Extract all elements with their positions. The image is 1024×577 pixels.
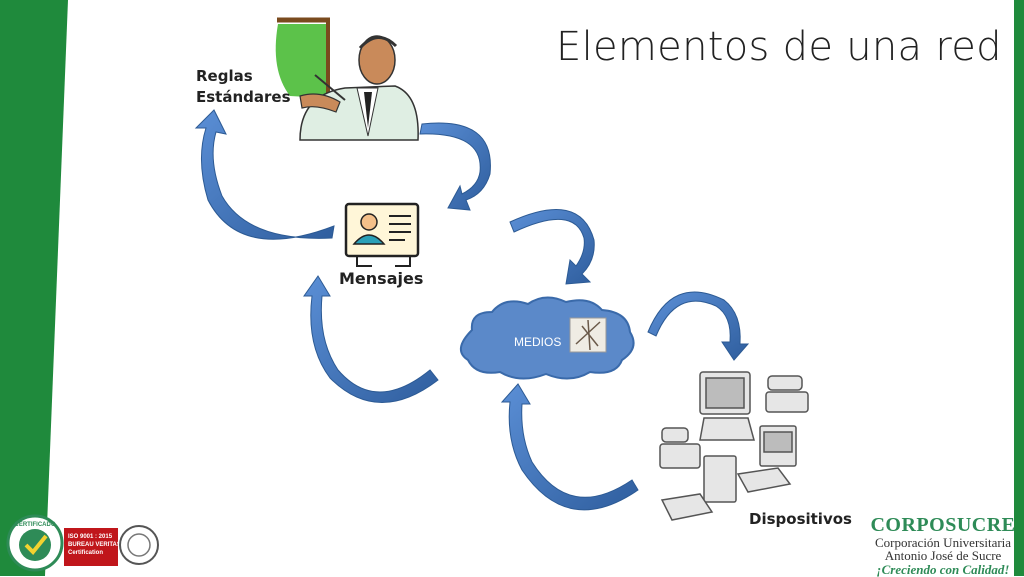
reglas-label-line2: Estándares bbox=[196, 88, 291, 106]
bureau-veritas-seal bbox=[119, 525, 159, 565]
dispositivos-label: Dispositivos bbox=[749, 510, 852, 528]
iso-line1: ISO 9001 : 2015 bbox=[68, 534, 113, 540]
green-right-band bbox=[1014, 0, 1024, 576]
mensajes-label: Mensajes bbox=[339, 269, 424, 288]
iso-badge-text: ISO 9001 : 2015 BUREAU VERITAS Certifica… bbox=[68, 533, 121, 557]
corposucre-line2: Antonio José de Sucre bbox=[884, 548, 1002, 563]
certified-seal-logo: CERTIFICADO bbox=[6, 514, 64, 572]
corposucre-slogan: ¡Creciendo con Calidad! bbox=[876, 562, 1010, 577]
corposucre-line1: Corporación Universitaria bbox=[874, 535, 1012, 550]
teacher-illustration bbox=[275, 17, 419, 141]
slide-title: Elementos de una red bbox=[556, 24, 1002, 70]
green-side-band bbox=[0, 0, 68, 576]
message-card-icon bbox=[344, 202, 420, 267]
cycle-arrows bbox=[194, 109, 750, 511]
reglas-label: Reglas Estándares bbox=[196, 66, 291, 108]
reglas-label-line1: Reglas bbox=[196, 67, 253, 85]
corposucre-name: CORPOSUCRE bbox=[870, 514, 1016, 536]
iso-line3: Certification bbox=[68, 550, 104, 556]
medios-label: MEDIOS bbox=[514, 335, 562, 349]
medios-cloud bbox=[460, 296, 635, 380]
devices-illustration bbox=[659, 371, 809, 521]
certificado-text: CERTIFICADO bbox=[15, 522, 56, 528]
corposucre-logo: CORPOSUCRE Corporación Universitaria Ant… bbox=[868, 514, 1018, 577]
iso-line2: BUREAU VERITAS bbox=[68, 542, 121, 548]
iso-certification-badge bbox=[64, 528, 118, 566]
